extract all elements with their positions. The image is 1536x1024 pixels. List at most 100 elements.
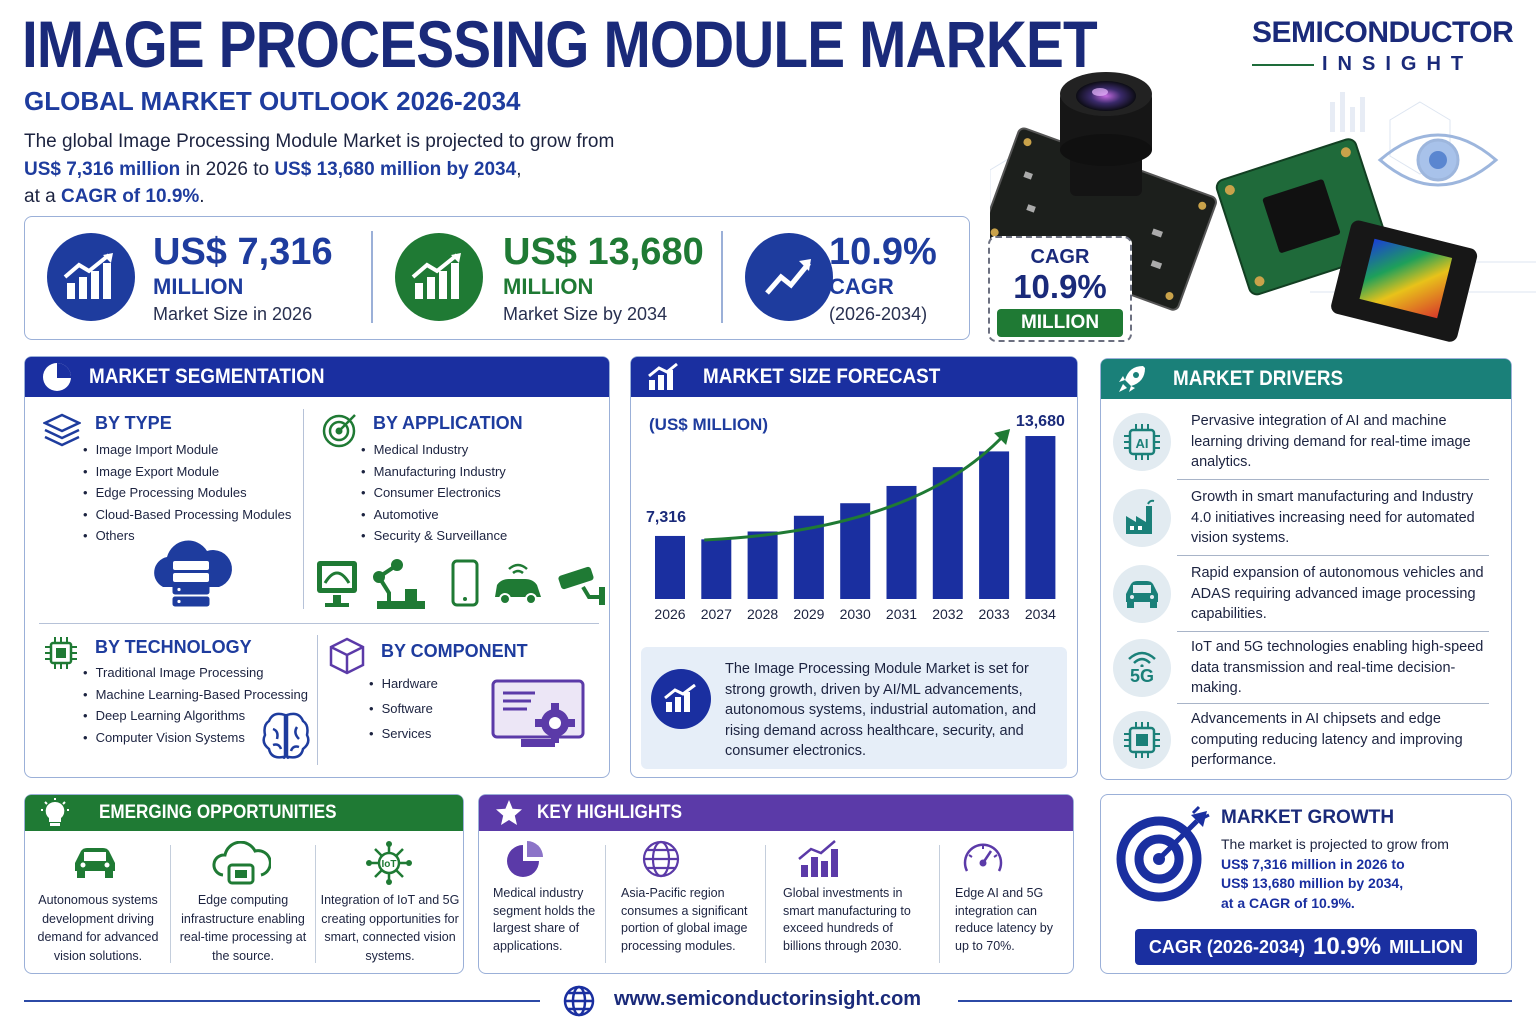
highlights-title: KEY HIGHLIGHTS xyxy=(537,802,683,823)
list-item: Image Import Module xyxy=(83,439,291,461)
driver-divider xyxy=(1177,555,1489,556)
medical-monitor-icon xyxy=(317,561,357,607)
bar-chart-icon xyxy=(648,362,678,390)
driver-text: Advancements in AI chipsets and edge com… xyxy=(1191,711,1463,768)
monitor-gear-icon xyxy=(491,679,585,747)
growth-line-4: at a CAGR of 10.9%. xyxy=(1221,894,1355,911)
intro-start-value: US$ 7,316 million xyxy=(24,158,181,180)
page-subtitle: GLOBAL MARKET OUTLOOK 2026-2034 xyxy=(24,86,521,116)
driver-divider xyxy=(1177,631,1489,632)
stat-divider xyxy=(371,231,373,323)
list-item: Security & Surveillance xyxy=(361,525,508,547)
brand-name-sub: INSIGHT xyxy=(1322,53,1474,75)
opportunities-header: EMERGING OPPORTUNITIES xyxy=(25,795,463,831)
driver-item: Advancements in AI chipsets and edge com… xyxy=(1113,709,1489,771)
opportunity-text: Integration of IoT and 5G creating oppor… xyxy=(320,893,460,963)
key-stats-bar: US$ 7,316 MILLION Market Size in 2026 US… xyxy=(24,216,970,340)
market-growth-title: MARKET GROWTH xyxy=(1221,807,1395,828)
globe-icon xyxy=(642,840,680,878)
cagr-badge-value: 10.9% xyxy=(1313,933,1382,960)
footer-url-link[interactable]: www.semiconductorinsight.com xyxy=(614,988,922,1010)
hero-camera-module-illustration xyxy=(990,72,1536,342)
intro-line-3: at a CAGR of 10.9%. xyxy=(24,183,644,211)
stat-3-caption: (2026-2034) xyxy=(829,304,928,324)
list-item: Services xyxy=(369,721,438,746)
brand-name: SEMICONDUCTOR xyxy=(1252,16,1514,49)
car-icon xyxy=(1126,580,1158,608)
opportunity-text: Autonomous systems development driving d… xyxy=(37,893,159,963)
speedometer-icon xyxy=(963,843,1003,872)
svg-text:AI: AI xyxy=(1136,436,1149,451)
stat-1-unit: MILLION xyxy=(153,274,244,299)
cloud-edge-icon xyxy=(212,841,271,885)
page-title: IMAGE PROCESSING MODULE MARKET xyxy=(22,7,1098,81)
opportunities-title: EMERGING OPPORTUNITIES xyxy=(99,802,337,823)
ai-chip-icon: AI xyxy=(1124,423,1160,460)
highlights-header: KEY HIGHLIGHTS xyxy=(479,795,1073,831)
trend-arrowhead xyxy=(994,429,1011,445)
by-type-title: BY TYPE xyxy=(95,413,172,433)
list-item: Image Export Module xyxy=(83,461,291,483)
list-item: Machine Learning-Based Processing xyxy=(83,684,308,706)
by-technology-title: BY TECHNOLOGY xyxy=(95,637,252,657)
segmentation-header: MARKET SEGMENTATION xyxy=(25,357,609,397)
driver-icon-circle: AI xyxy=(1113,412,1171,471)
segmentation-title: MARKET SEGMENTATION xyxy=(89,365,325,388)
forecast-title: MARKET SIZE FORECAST xyxy=(703,365,941,388)
target-icon xyxy=(322,414,356,448)
x-tick-label: 2030 xyxy=(840,606,871,622)
chart-bar xyxy=(979,451,1010,599)
stat-1-caption: Market Size in 2026 xyxy=(153,304,313,324)
intro-line-2: US$ 7,316 million in 2026 to US$ 13,680 … xyxy=(24,156,644,184)
pie-chart-icon xyxy=(43,363,71,391)
forecast-header: MARKET SIZE FORECAST xyxy=(631,357,1077,397)
x-tick-label: 2026 xyxy=(654,606,685,622)
growth-bars-icon xyxy=(798,840,838,877)
data-label: 7,316 xyxy=(646,509,686,526)
segmentation-panel: MARKET SEGMENTATION BY TYPE Image Import… xyxy=(24,356,610,778)
data-label: 13,680 xyxy=(1016,413,1065,430)
driver-icon-circle: 5G xyxy=(1113,638,1171,697)
target-arrow-icon xyxy=(1116,805,1210,902)
cloud-server-icon xyxy=(154,540,232,607)
star-icon xyxy=(496,800,522,825)
driver-divider xyxy=(1177,703,1489,704)
footer-rule xyxy=(24,1000,540,1002)
driver-text: Rapid expansion of autonomous vehicles a… xyxy=(1191,565,1484,622)
segment-divider xyxy=(303,409,304,609)
driver-icon-circle xyxy=(1113,488,1171,547)
x-tick-label: 2031 xyxy=(886,606,917,622)
forecast-summary-text: The Image Processing Module Market is se… xyxy=(725,661,1037,760)
cagr-callout-value: 10.9% xyxy=(1013,268,1107,305)
list-item: Automotive xyxy=(361,504,507,526)
drivers-title: MARKET DRIVERS xyxy=(1173,367,1344,390)
stat-2-caption: Market Size by 2034 xyxy=(503,304,668,324)
stat-1-icon-circle xyxy=(47,233,135,321)
by-component-list: Hardware Software Services xyxy=(369,671,438,746)
stat-2-value: US$ 13,680 xyxy=(503,231,704,273)
market-growth-text: The market is projected to grow from US$… xyxy=(1221,835,1449,913)
smartphone-icon xyxy=(451,559,479,607)
rocket-icon xyxy=(1119,366,1145,392)
card-divider xyxy=(765,845,766,963)
driver-text: IoT and 5G technologies enabling high-sp… xyxy=(1191,639,1484,696)
driver-item: Growth in smart manufacturing and Indust… xyxy=(1113,487,1489,549)
card-divider xyxy=(939,845,940,963)
list-item: Manufacturing Industry xyxy=(361,461,507,483)
x-tick-label: 2032 xyxy=(932,606,963,622)
trend-up-icon xyxy=(765,259,811,295)
globe-icon xyxy=(563,985,595,1017)
cagr-callout-badge: MILLION xyxy=(997,309,1123,337)
brand-divider xyxy=(1252,64,1314,66)
x-tick-label: 2034 xyxy=(1025,606,1056,622)
pie-chart-icon xyxy=(507,841,543,877)
robot-arm-icon xyxy=(373,559,425,609)
forecast-summary-box: The Image Processing Module Market is se… xyxy=(641,647,1067,769)
list-item: Software xyxy=(369,696,438,721)
brain-icon xyxy=(262,712,310,759)
trend-line xyxy=(704,433,1006,542)
car-icon xyxy=(75,848,115,878)
iot-network-icon: IoT xyxy=(366,841,412,885)
